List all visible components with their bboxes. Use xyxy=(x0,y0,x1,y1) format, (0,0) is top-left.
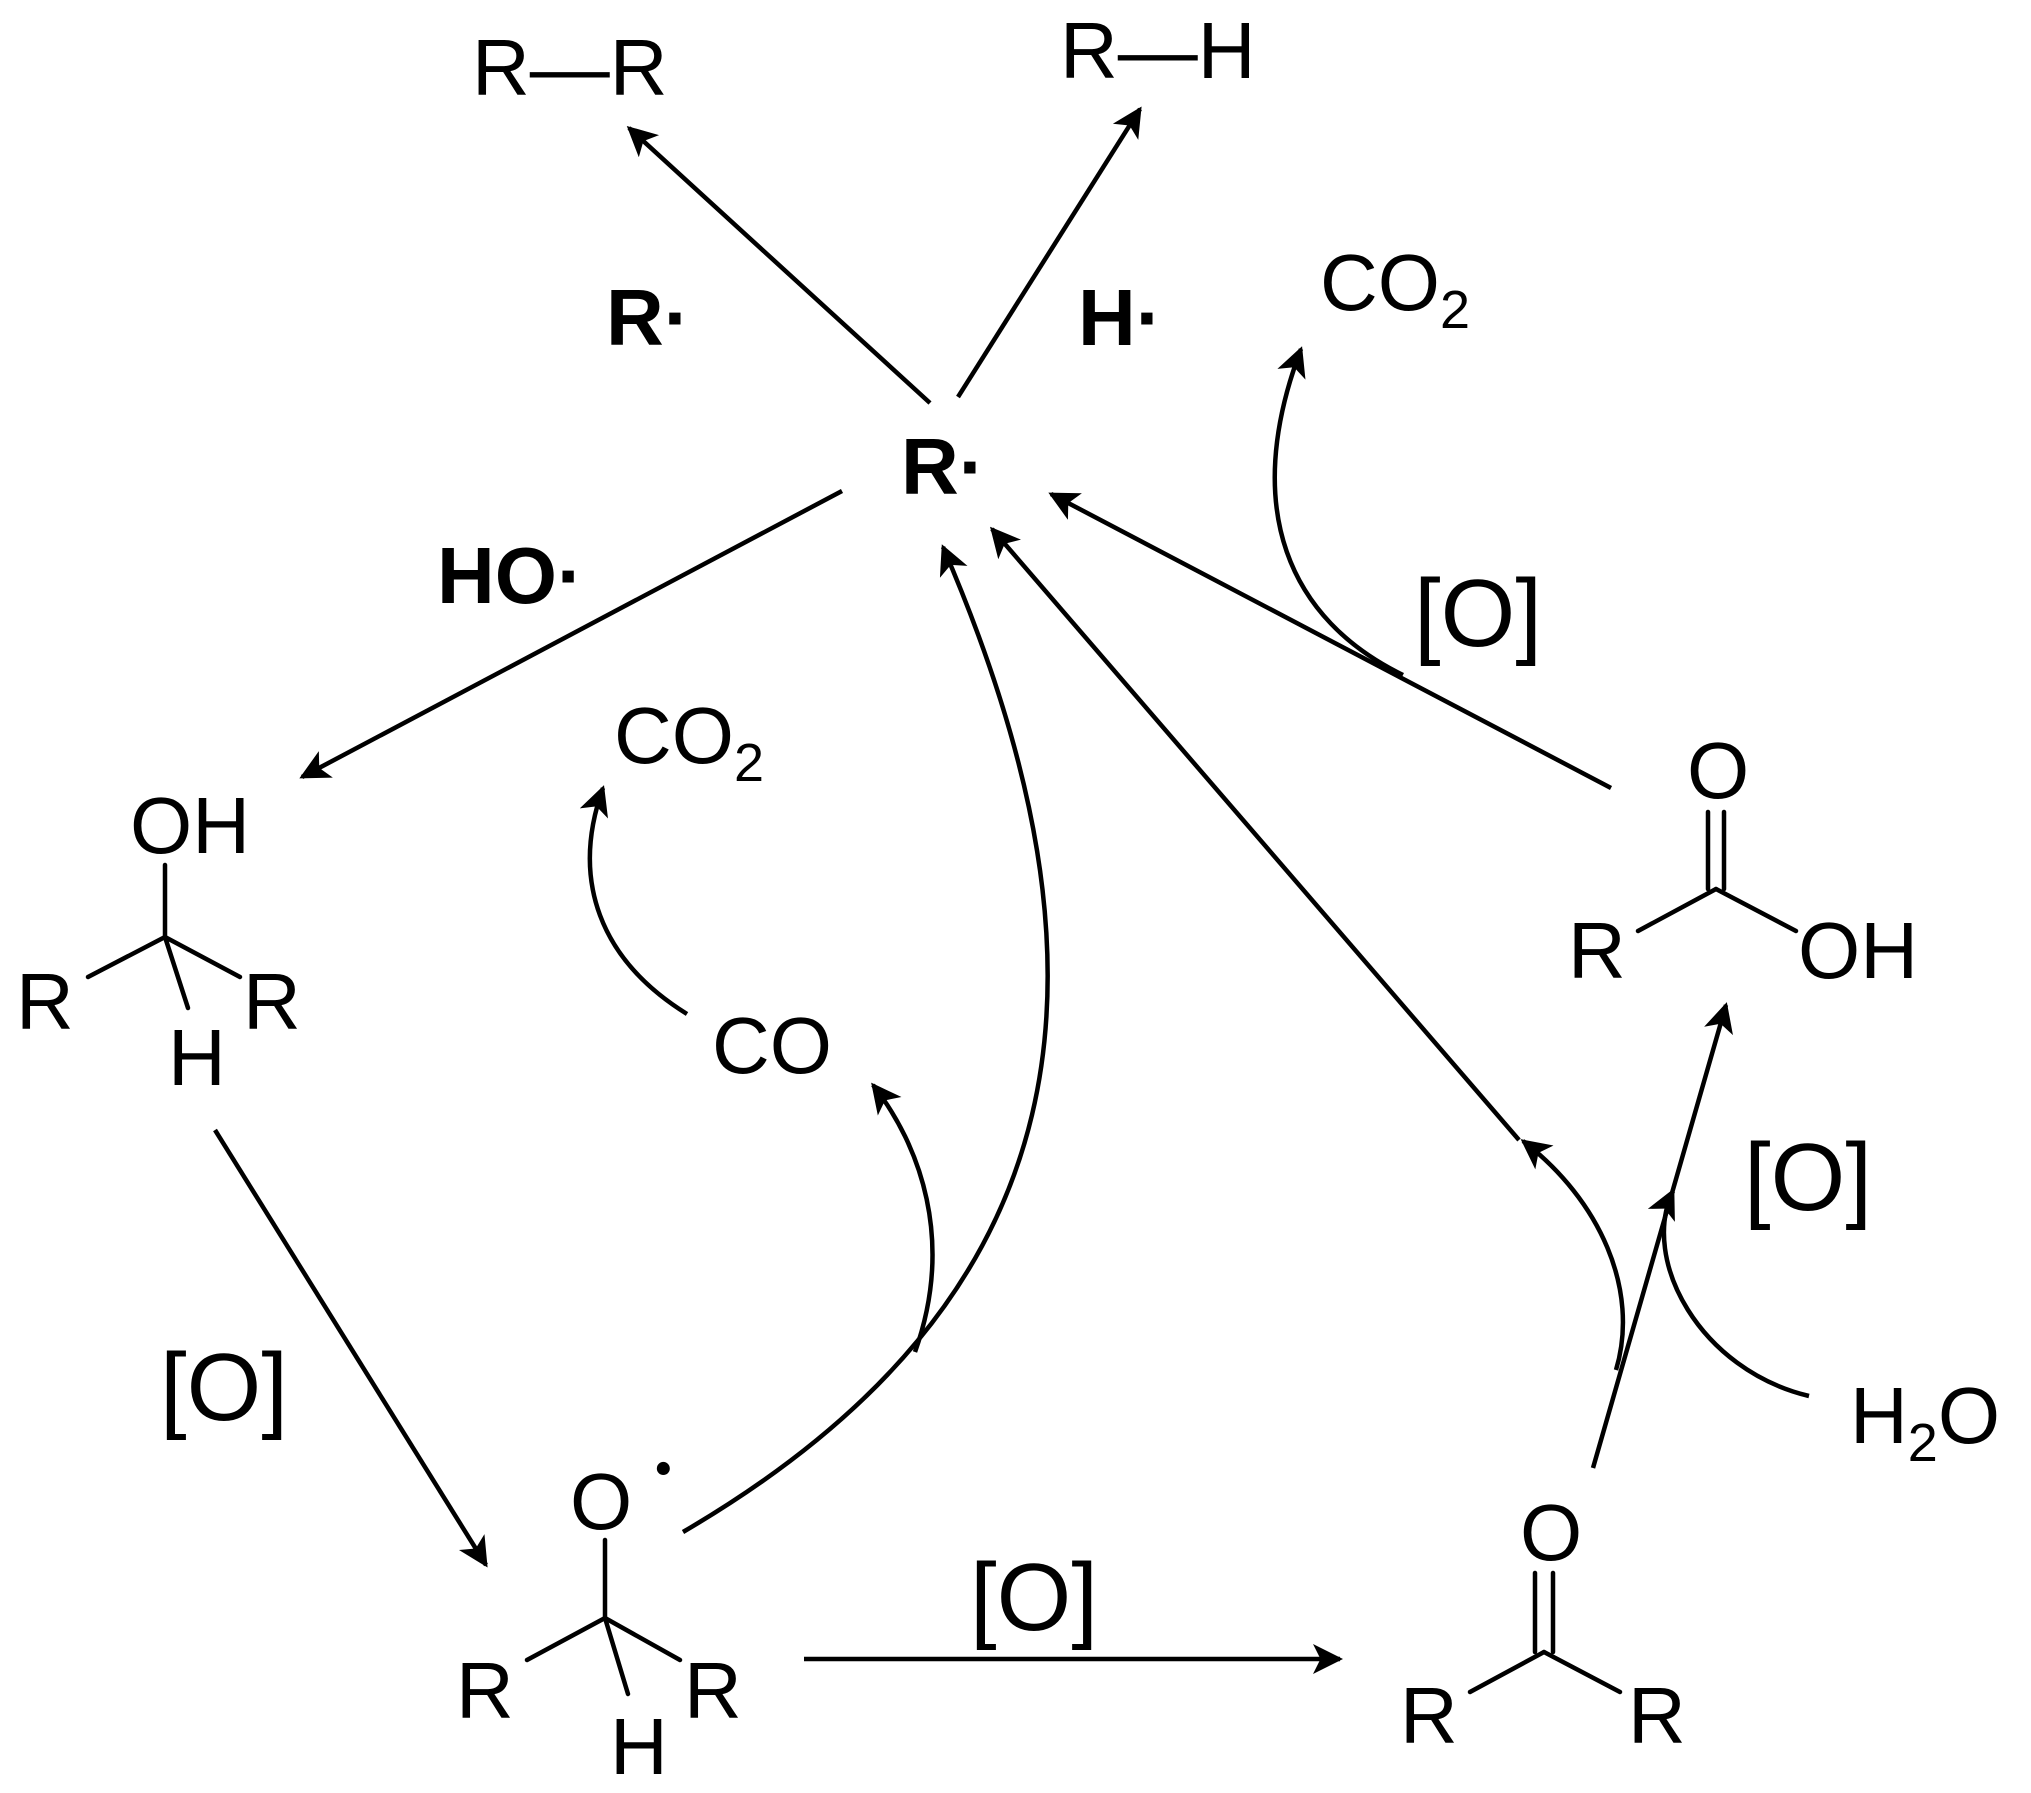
alcohol: OH R R H xyxy=(16,781,301,1102)
arrow-alcohol-to-alkoxy xyxy=(213,1128,488,1568)
alcohol-r-left: R xyxy=(16,957,74,1046)
arrow-to-r-r xyxy=(626,125,932,405)
alkoxy-h: H xyxy=(610,1702,668,1791)
alkoxy-r-right: R xyxy=(684,1646,742,1735)
curved-arrow-to-co2-top xyxy=(1272,346,1404,678)
label-co2-middle: CO2 xyxy=(614,691,764,793)
arrow-to-alcohol xyxy=(299,489,844,779)
label-r-radical-center: R· xyxy=(901,422,985,511)
label-oxidant-bottom: [O] xyxy=(970,1544,1098,1651)
ketone-r-right: R xyxy=(1628,1671,1686,1760)
alcohol-r-right: R xyxy=(243,957,301,1046)
curved-arrow-co-to-co2 xyxy=(579,785,689,1016)
carboxylic-acid: O R OH xyxy=(1568,726,1918,995)
ketone-o: O xyxy=(1520,1488,1582,1577)
arrow-ketone-to-radical xyxy=(990,526,1521,1142)
alkoxy-o: O xyxy=(570,1457,632,1546)
arrow-to-r-h xyxy=(956,106,1142,399)
alkoxy-dot: · xyxy=(650,1425,677,1513)
curved-arrow-alkoxy-to-radical xyxy=(681,544,1050,1534)
label-h-radical: H· xyxy=(1078,273,1162,362)
arrow-acid-to-radical xyxy=(1048,492,1613,790)
alcohol-h: H xyxy=(168,1013,226,1102)
ketone: O R R xyxy=(1400,1488,1686,1760)
acid-oh: OH xyxy=(1798,906,1918,995)
label-h2o: H2O xyxy=(1850,1371,2000,1473)
label-oxidant-left: [O] xyxy=(160,1334,288,1441)
label-oxidant-right-top: [O] xyxy=(1414,560,1542,667)
label-oxidant-right-mid: [O] xyxy=(1744,1124,1872,1231)
arrow-ketone-to-acid xyxy=(1590,1002,1733,1469)
label-co2-top: CO2 xyxy=(1320,238,1470,340)
curved-arrow-to-co xyxy=(871,1082,935,1353)
ketone-r-left: R xyxy=(1400,1671,1458,1760)
alcohol-oh: OH xyxy=(130,781,250,870)
curved-arrow-h2o xyxy=(1647,1188,1810,1399)
acid-o: O xyxy=(1687,726,1749,815)
curved-arrow-ketone-to-radical-branch xyxy=(1520,1139,1626,1371)
label-r-radical-upper: R· xyxy=(606,273,690,362)
acid-r: R xyxy=(1568,906,1626,995)
label-ho-radical: HO· xyxy=(437,531,584,620)
alkoxy-radical: O · R R H xyxy=(456,1425,742,1791)
label-r-r: R—R xyxy=(472,23,668,112)
alkoxy-r-left: R xyxy=(456,1646,514,1735)
label-r-h: R—H xyxy=(1060,6,1256,95)
label-co: CO xyxy=(712,1001,832,1090)
